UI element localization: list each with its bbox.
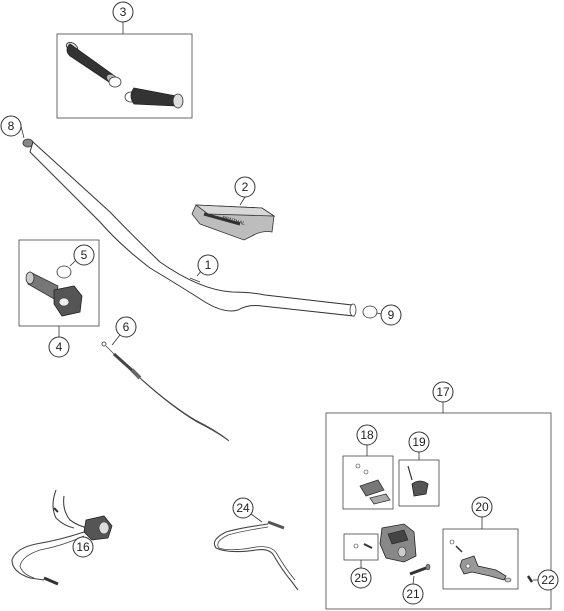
box-18 [342, 455, 394, 510]
callout-5 [73, 244, 95, 266]
callout-22 [537, 569, 559, 591]
callout-3 [112, 1, 134, 23]
callout-24-label: 24 [236, 501, 250, 515]
callout-24 [232, 497, 254, 519]
small-parts-25 [353, 543, 373, 549]
pad-logo: RENTHAL [221, 215, 245, 227]
callout-6 [115, 316, 137, 338]
box-19 [398, 459, 440, 507]
callout-20-label: 20 [475, 500, 489, 514]
adjuster-screw [526, 575, 534, 583]
callout-21-label: 21 [406, 587, 420, 601]
leader-21 [412, 575, 415, 585]
washer-5 [56, 265, 72, 279]
clutch-assembly-box [325, 412, 552, 610]
throttle-housing [53, 285, 83, 317]
bar-end-plug-right [362, 305, 378, 319]
part-1-handlebar-group: 1 [29, 141, 357, 317]
callout-16-label: 16 [76, 540, 90, 554]
callout-25 [350, 567, 372, 589]
leader-8 [20, 125, 25, 139]
grips-box [56, 33, 193, 119]
callout-1-label: 1 [205, 258, 212, 272]
callout-1 [197, 254, 219, 276]
callout-18-label: 18 [360, 428, 374, 442]
clutch-lever [449, 539, 512, 583]
callout-16 [72, 536, 94, 558]
throttle-cable [101, 341, 230, 442]
box-20 [442, 528, 519, 590]
clutch-line [213, 520, 299, 591]
callout-17-label: 17 [436, 385, 450, 399]
callout-19-label: 19 [412, 435, 426, 449]
leader-24 [250, 513, 263, 523]
callout-3-label: 3 [120, 5, 127, 19]
switch-harness [11, 489, 113, 586]
part-3-grips-group: 3 [56, 1, 193, 119]
leader-9 [376, 312, 382, 315]
callout-9 [380, 304, 402, 326]
callout-8-label: 8 [8, 119, 15, 133]
part-16-switch-group: 16 [11, 489, 113, 586]
part-2-bar-pad-group: 2 RENTHAL [191, 176, 276, 241]
callout-4 [48, 336, 70, 358]
callout-4-label: 4 [56, 340, 63, 354]
box-25 [343, 533, 379, 561]
leader-6 [111, 334, 121, 346]
callout-5-label: 5 [81, 248, 88, 262]
callout-25-label: 25 [354, 571, 368, 585]
leader-2 [239, 196, 246, 206]
callout-2-label: 2 [242, 180, 249, 194]
leader-5 [69, 259, 77, 267]
callout-21 [402, 583, 424, 605]
banjo-bolt [409, 563, 431, 576]
bar-pad: RENTHAL [191, 204, 276, 241]
callout-9-label: 9 [388, 308, 395, 322]
part-24-line-group: 24 [213, 497, 299, 591]
part-4-throttle-group: 5 4 [18, 239, 100, 358]
master-cylinder [379, 523, 417, 563]
callout-6-label: 6 [123, 320, 130, 334]
callout-22-label: 22 [541, 573, 555, 587]
handlebar [29, 141, 355, 317]
washer-left [108, 76, 122, 88]
part-17-clutch-group: 17 18 19 [325, 381, 559, 610]
reservoir-cover [355, 463, 391, 505]
clamp [407, 465, 429, 497]
right-grip [130, 87, 184, 109]
part-9-group: 9 [362, 304, 402, 326]
throttle-tube [25, 271, 59, 301]
part-8-group: 8 [0, 115, 34, 148]
part-6-cable-group: 6 [101, 316, 230, 442]
